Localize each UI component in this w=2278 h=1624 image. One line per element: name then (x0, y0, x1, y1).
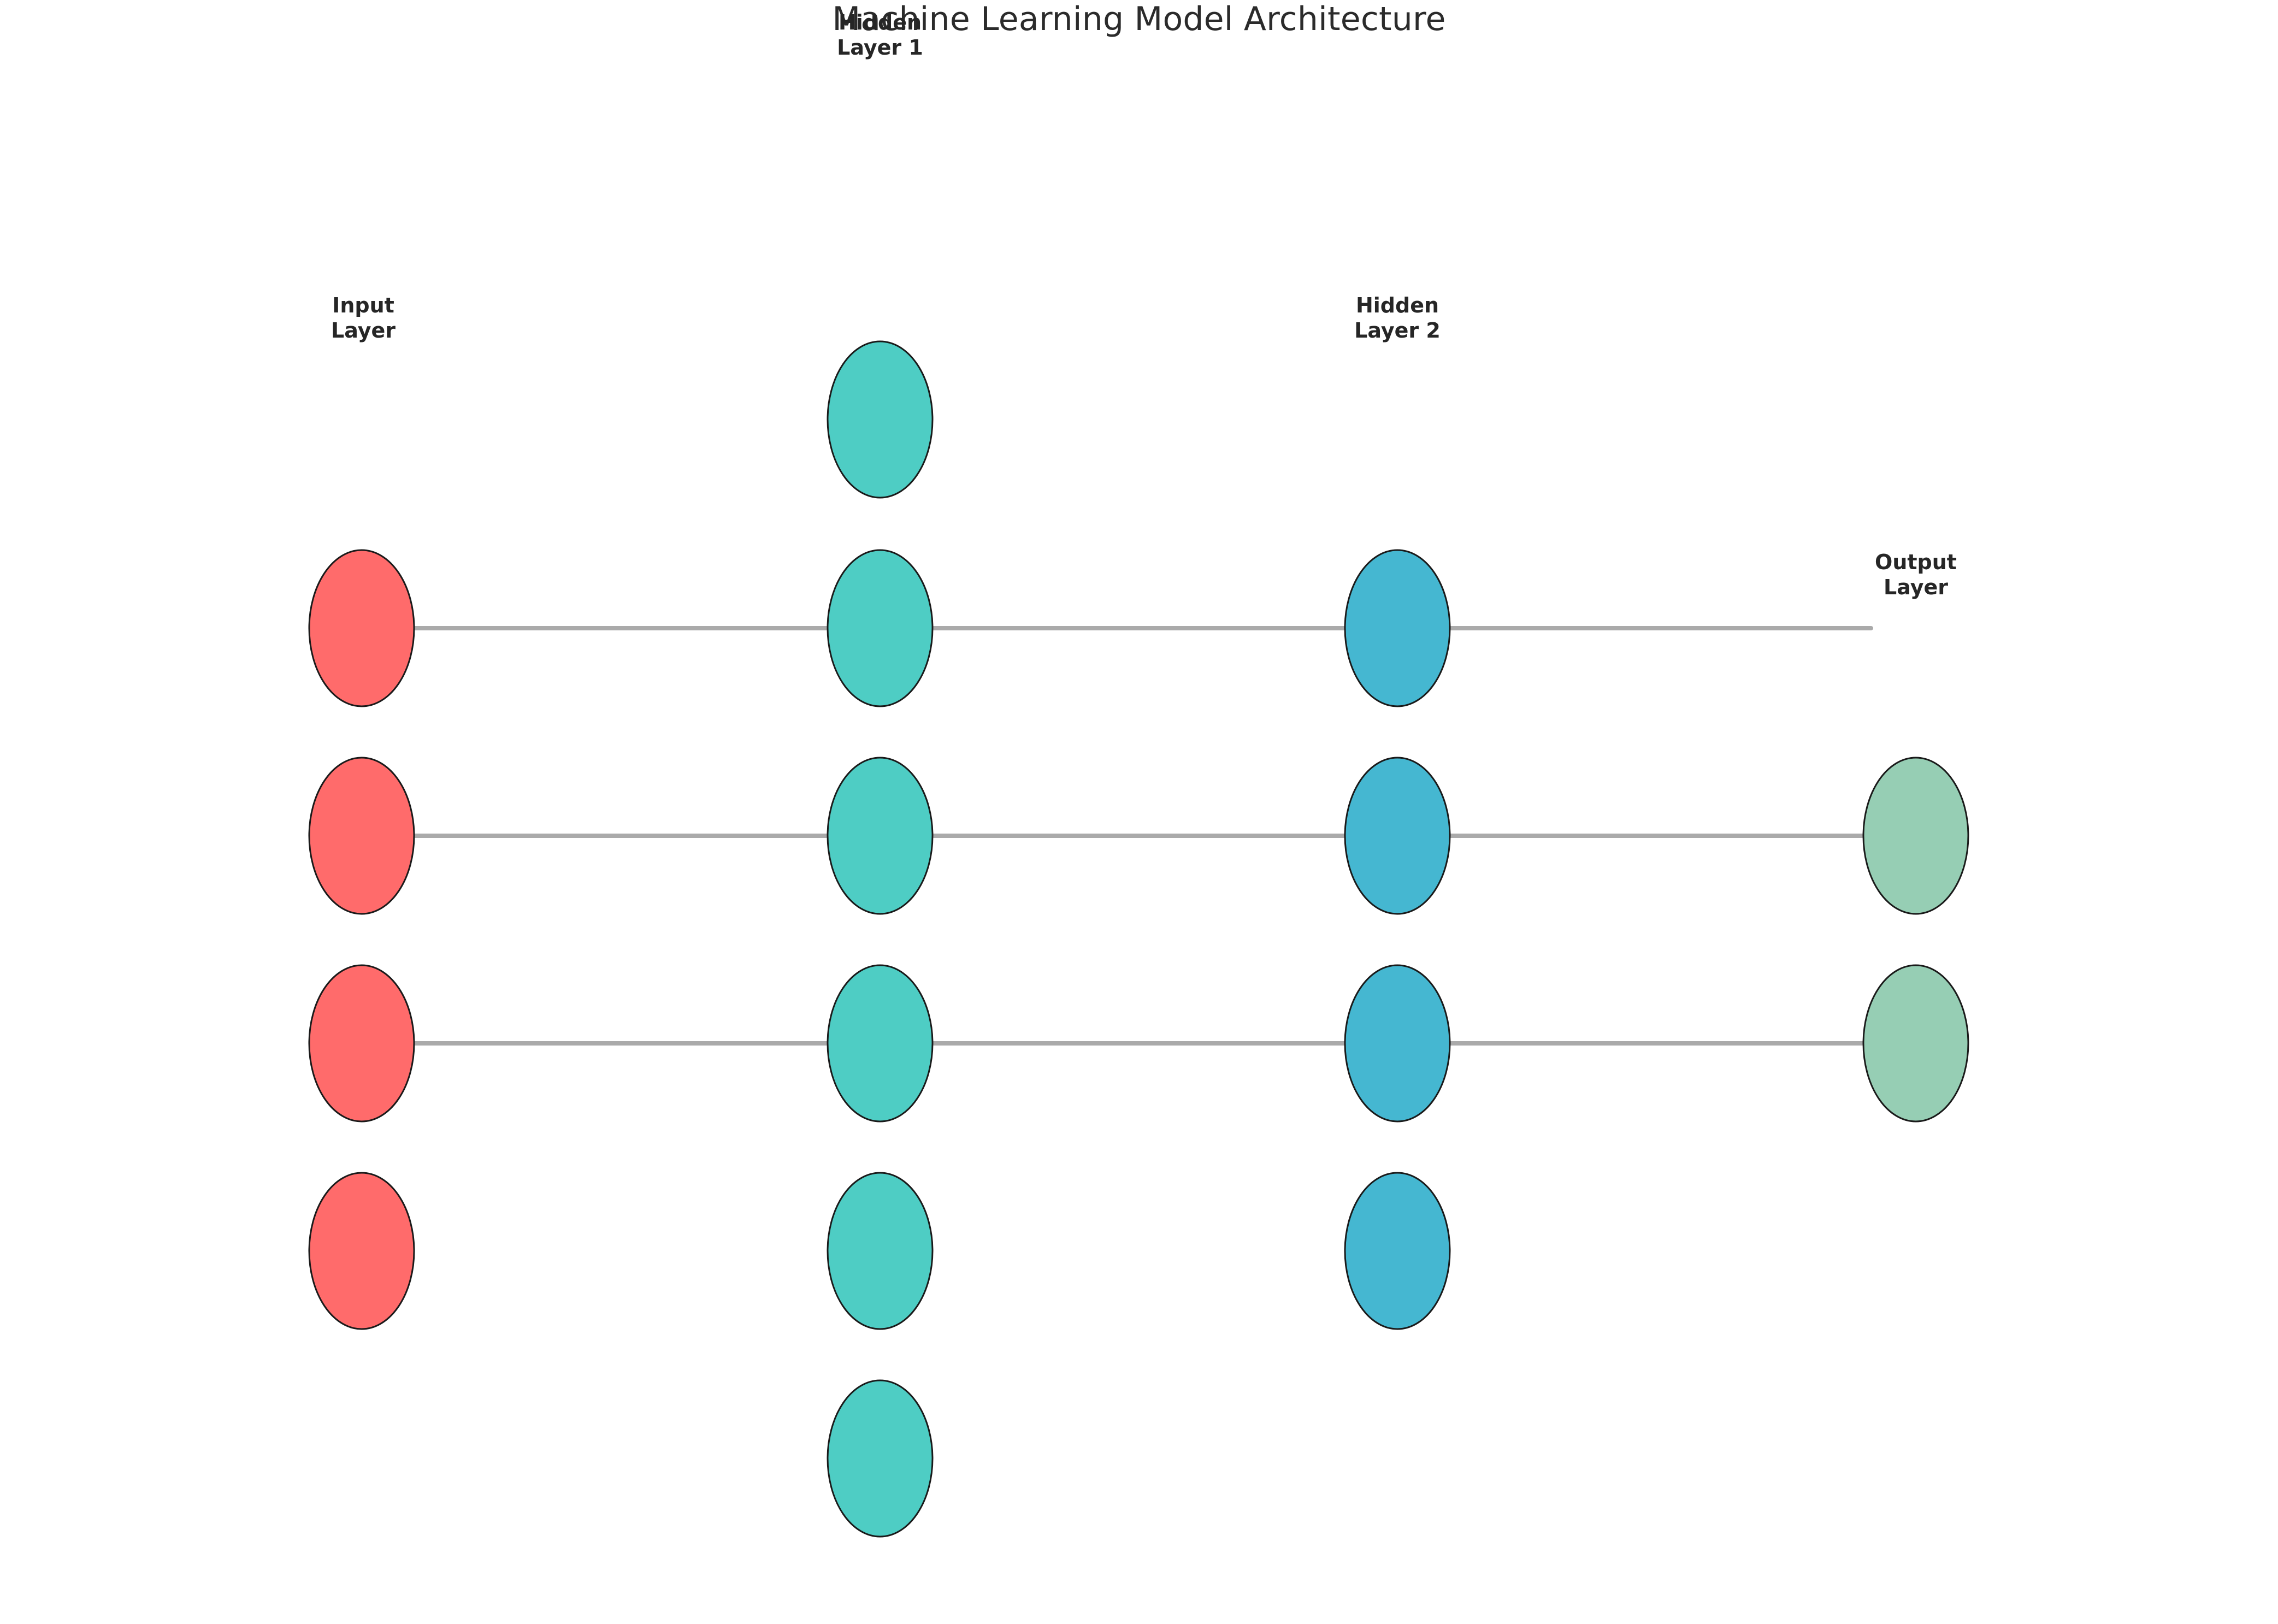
node-hidden1-5[interactable] (827, 1172, 934, 1330)
node-hidden2-2[interactable] (1344, 757, 1451, 915)
node-hidden1-3[interactable] (827, 757, 934, 915)
node-hidden2-1[interactable] (1344, 549, 1451, 707)
node-output-2[interactable] (1862, 964, 1969, 1123)
layer-label-input: Input Layer (331, 293, 396, 343)
node-output-1[interactable] (1862, 757, 1969, 915)
layer-label-hidden1: Hidden Layer 1 (837, 10, 923, 60)
node-hidden1-1[interactable] (827, 340, 934, 499)
node-input-3[interactable] (308, 964, 415, 1123)
node-hidden2-4[interactable] (1344, 1172, 1451, 1330)
network-nodes (308, 340, 1969, 1538)
node-hidden1-4[interactable] (827, 964, 934, 1123)
node-input-4[interactable] (308, 1172, 415, 1330)
node-hidden2-3[interactable] (1344, 964, 1451, 1123)
layer-label-hidden2: Hidden Layer 2 (1354, 293, 1441, 343)
page-title: Machine Learning Model Architecture (832, 0, 1446, 38)
node-input-1[interactable] (308, 549, 415, 707)
connection-edges (412, 626, 1873, 1046)
node-hidden1-2[interactable] (827, 549, 934, 707)
node-hidden1-6[interactable] (827, 1379, 934, 1538)
node-input-2[interactable] (308, 757, 415, 915)
layer-label-output: Output Layer (1875, 550, 1957, 600)
